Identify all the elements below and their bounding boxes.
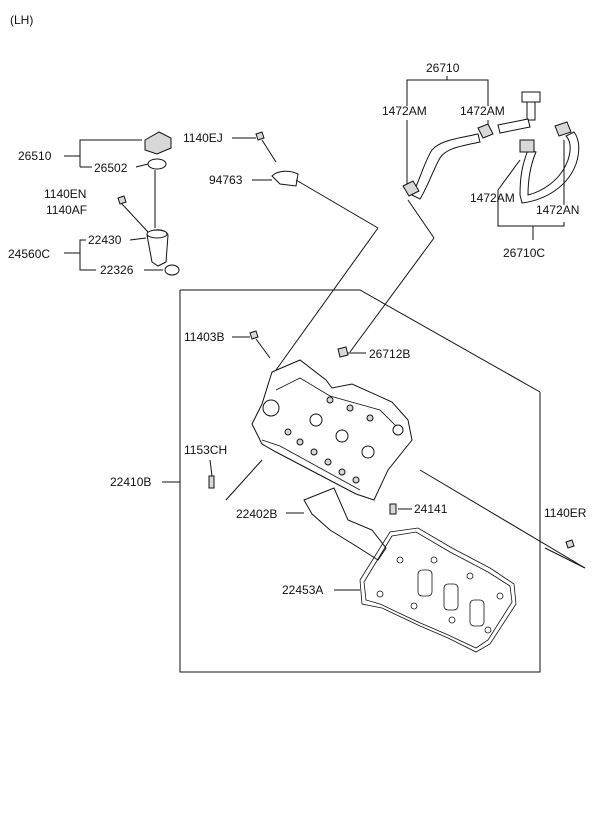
label-26710: 26710 [426, 61, 460, 75]
oil-cap-icon [144, 131, 172, 155]
label-24141: 24141 [414, 502, 448, 516]
label-24560C: 24560C [8, 247, 50, 261]
clip-group: 1140EJ 94763 [183, 131, 379, 371]
label-26510: 26510 [18, 149, 52, 163]
label-1153CH: 1153CH [184, 443, 227, 457]
baffle-icon [303, 487, 387, 561]
breather-hose-group: 26710 1472AM 1472AM 1472AM 1472AN 26710C [382, 61, 579, 260]
label-22430: 22430 [88, 233, 122, 247]
label-11403B: 11403B [184, 330, 224, 344]
label-1140AF: 1140AF [46, 203, 87, 217]
label-94763: 94763 [209, 173, 243, 187]
label-1472AN: 1472AN [536, 203, 579, 217]
assembly-frame [179, 289, 586, 673]
label-26712B: 26712B [369, 347, 410, 361]
gasket-icon [359, 527, 517, 653]
label-26502: 26502 [94, 161, 128, 175]
label-1140ER: 1140ER [544, 506, 587, 520]
label-26710C: 26710C [503, 246, 545, 260]
label-1472AM-left: 1472AM [382, 104, 427, 118]
label-1140EN: 1140EN [44, 187, 86, 201]
label-22402B: 22402B [236, 507, 277, 521]
oil-filler-group: 26510 26502 1140EN 1140AF 24560C 22430 2… [8, 131, 180, 277]
side-label: (LH) [10, 13, 33, 27]
label-22453A: 22453A [282, 583, 323, 597]
label-22410B: 22410B [110, 475, 151, 489]
label-1472AM-bottom: 1472AM [470, 191, 515, 205]
label-1472AM-right: 1472AM [460, 104, 505, 118]
label-1140EJ: 1140EJ [183, 131, 223, 145]
label-22326: 22326 [100, 263, 134, 277]
rocker-cover-icon [251, 359, 413, 501]
